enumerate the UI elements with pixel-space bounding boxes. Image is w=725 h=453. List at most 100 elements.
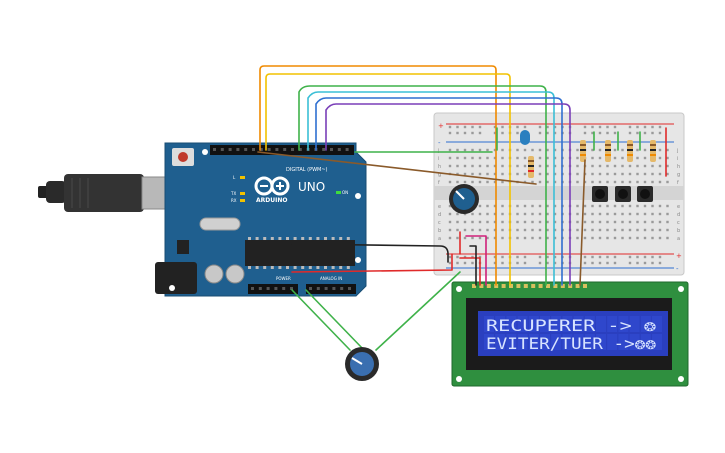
breadboard-hole — [553, 220, 557, 224]
reset-button-cap[interactable] — [178, 152, 188, 162]
potentiometer-bottom[interactable] — [345, 347, 379, 381]
push-button[interactable] — [592, 186, 608, 202]
breadboard-hole — [538, 204, 542, 208]
breadboard-hole — [478, 172, 482, 176]
wire-purple — [325, 103, 571, 286]
breadboard-hole — [591, 180, 594, 184]
breadboard-hole — [658, 131, 662, 135]
chip-pin — [346, 266, 350, 269]
breadboard-hole — [471, 236, 474, 240]
breadboard-hole — [463, 180, 467, 184]
header-hole — [274, 287, 278, 290]
breadboard-hole — [493, 255, 497, 259]
breadboard-hole — [591, 156, 594, 160]
breadboard-hole — [523, 164, 527, 168]
breadboard-hole — [448, 228, 452, 232]
breadboard-hole — [456, 261, 459, 265]
crystal — [199, 217, 241, 231]
breadboard-hole — [523, 220, 527, 224]
breadboard-hole — [448, 156, 452, 160]
breadboard-hole — [493, 204, 497, 208]
breadboard-hole — [613, 131, 617, 135]
lcd-cell — [607, 316, 618, 332]
breadboard-hole — [523, 148, 527, 152]
breadboard-hole — [486, 220, 489, 224]
arduino-brand-label: ARDUINO — [256, 197, 287, 204]
breadboard-hole — [463, 164, 467, 168]
breadboard-hole — [628, 131, 632, 135]
breadboard-hole — [516, 212, 519, 216]
breadboard-hole — [486, 148, 489, 152]
header-hole — [309, 287, 312, 290]
wire-brown — [257, 151, 586, 286]
lcd-pin — [472, 284, 476, 288]
header-hole — [290, 287, 293, 290]
lcd-cell — [573, 316, 584, 332]
breadboard-hole — [651, 220, 654, 224]
row-letter: g — [677, 172, 680, 178]
breadboard-hole — [606, 131, 609, 135]
digital-pins-label: DIGITAL (PWM~) — [286, 167, 328, 173]
breadboard-hole — [576, 220, 579, 224]
wire-blue — [315, 97, 563, 286]
breadboard-hole — [478, 131, 482, 135]
breadboard-hole — [456, 148, 459, 152]
breadboard-hole — [471, 255, 474, 259]
breadboard-hole — [628, 180, 632, 184]
header-hole — [348, 287, 351, 290]
breadboard-hole — [553, 236, 557, 240]
breadboard-hole — [621, 220, 624, 224]
breadboard-hole — [523, 212, 527, 216]
breadboard-hole — [598, 228, 602, 232]
lcd-cell — [540, 316, 550, 332]
breadboard-hole — [576, 172, 579, 176]
push-button[interactable] — [615, 186, 631, 202]
breadboard-hole — [666, 212, 669, 216]
breadboard-hole — [658, 156, 662, 160]
wire-orange — [259, 65, 497, 286]
breadboard-hole — [546, 204, 549, 208]
header-hole — [251, 287, 254, 290]
breadboard-hole — [606, 180, 609, 184]
breadboard-hole — [591, 236, 594, 240]
push-button[interactable] — [637, 186, 653, 202]
wire-green-pot-1 — [291, 289, 351, 351]
breadboard-minus-label-right: - — [676, 265, 679, 273]
lcd-pin — [523, 284, 528, 288]
breadboard-hole — [636, 180, 639, 184]
header-hole — [220, 148, 224, 151]
breadboard-hole — [613, 125, 617, 129]
breadboard-hole — [553, 131, 557, 135]
breadboard-hole — [658, 228, 662, 232]
breadboard-hole — [598, 255, 602, 259]
chip-pin — [278, 237, 282, 240]
breadboard-hole — [516, 156, 519, 160]
header-hole — [282, 287, 286, 290]
lcd-pin — [546, 284, 550, 288]
usb-cable — [38, 174, 169, 212]
led-label-tx: TX — [230, 191, 236, 196]
breadboard-hole — [606, 164, 609, 168]
lcd-pin — [486, 284, 491, 288]
breadboard-hole — [583, 228, 587, 232]
breadboard-hole — [516, 131, 519, 135]
breadboard-hole — [613, 172, 617, 176]
capacitor — [225, 264, 245, 284]
header-hole — [332, 287, 336, 290]
breadboard-hole — [531, 204, 534, 208]
breadboard-hole — [523, 236, 527, 240]
breadboard-hole — [456, 164, 459, 168]
breadboard-hole — [591, 131, 594, 135]
lcd-pin — [509, 284, 513, 288]
lcd-pin — [553, 284, 558, 288]
breadboard-hole — [666, 172, 669, 176]
breadboard-hole — [538, 148, 542, 152]
potentiometer-top[interactable] — [449, 184, 479, 214]
breadboard-hole — [553, 164, 557, 168]
breadboard-hole — [448, 255, 452, 259]
lcd-cell — [607, 334, 618, 350]
row-letter: h — [677, 164, 680, 170]
breadboard-hole — [463, 125, 467, 129]
breadboard-hole — [591, 220, 594, 224]
breadboard-hole — [523, 156, 527, 160]
